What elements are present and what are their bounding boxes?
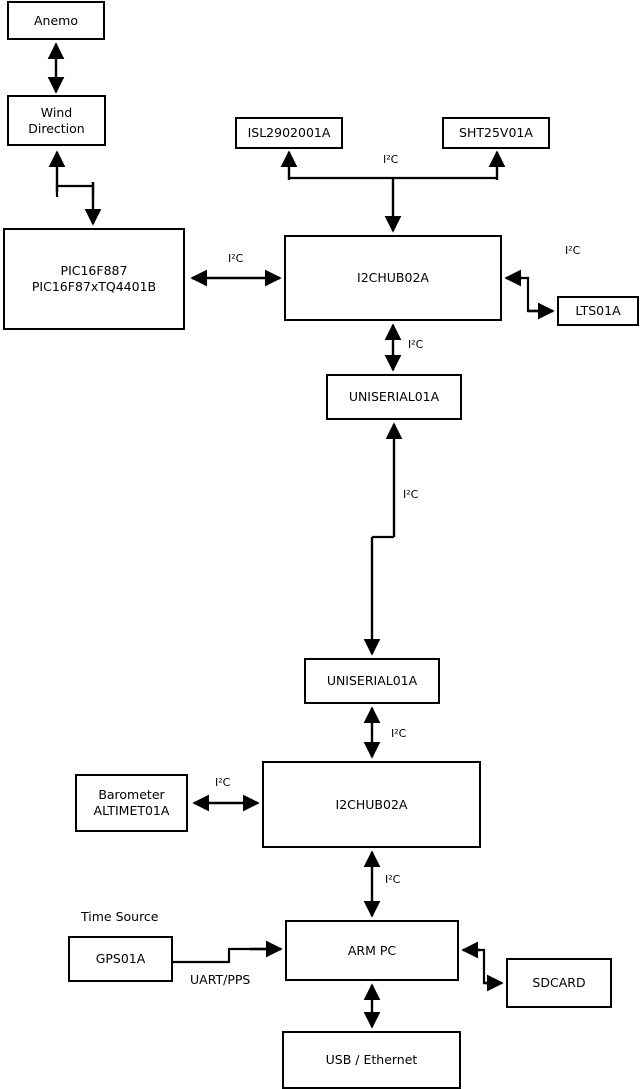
edge-label-i2c-top-bus: I²C bbox=[383, 153, 399, 166]
edge-label-i2c-uniserial-uniserial: I²C bbox=[403, 488, 419, 501]
edge-label-i2c-hub-lts: I²C bbox=[565, 244, 581, 257]
node-usb-ethernet-label: USB / Ethernet bbox=[325, 1052, 418, 1068]
node-lts01a[interactable]: LTS01A bbox=[557, 296, 639, 326]
node-pic-microcontroller-label: PIC16F887 PIC16F87xTQ4401B bbox=[31, 263, 157, 294]
node-isl2902001a-label: ISL2902001A bbox=[247, 125, 331, 141]
connector-armpc-sdcard bbox=[473, 948, 498, 985]
edge-label-i2c-hub-uniserial: I²C bbox=[408, 338, 424, 351]
node-sdcard-label: SDCARD bbox=[532, 975, 586, 991]
edge-label-i2c-barometer-hub: I²C bbox=[215, 776, 231, 789]
node-usb-ethernet[interactable]: USB / Ethernet bbox=[282, 1031, 461, 1089]
node-barometer-altimet01a[interactable]: Barometer ALTIMET01A bbox=[75, 774, 188, 832]
node-pic-microcontroller[interactable]: PIC16F887 PIC16F87xTQ4401B bbox=[3, 228, 185, 330]
edge-label-i2c-hub-armpc: I²C bbox=[385, 873, 401, 886]
node-barometer-altimet01a-label: Barometer ALTIMET01A bbox=[93, 787, 170, 818]
node-anemo[interactable]: Anemo bbox=[7, 1, 105, 40]
node-wind-direction-label: Wind Direction bbox=[28, 104, 85, 136]
node-anemo-label: Anemo bbox=[34, 12, 78, 28]
node-sht25v01a[interactable]: SHT25V01A bbox=[442, 117, 550, 149]
label-time-source: Time Source bbox=[81, 909, 159, 924]
node-i2chub02a-bottom[interactable]: I2CHUB02A bbox=[262, 761, 481, 848]
node-arm-pc[interactable]: ARM PC bbox=[285, 920, 459, 981]
node-uniserial01a-lower-label: UNISERIAL01A bbox=[326, 673, 418, 689]
node-gps01a[interactable]: GPS01A bbox=[68, 936, 173, 982]
connector-hub-lts bbox=[516, 276, 548, 313]
edge-label-i2c-pic-hub: I²C bbox=[228, 252, 244, 265]
node-sdcard[interactable]: SDCARD bbox=[506, 958, 612, 1008]
connector-gps-armpc bbox=[173, 947, 272, 964]
node-i2chub02a-top-label: I2CHUB02A bbox=[357, 270, 429, 286]
node-i2chub02a-top[interactable]: I2CHUB02A bbox=[284, 235, 502, 321]
node-arm-pc-label: ARM PC bbox=[347, 942, 397, 958]
edge-label-i2c-uniserial-hub-bottom: I²C bbox=[391, 727, 407, 740]
node-uniserial01a-upper-label: UNISERIAL01A bbox=[348, 389, 440, 405]
node-isl2902001a[interactable]: ISL2902001A bbox=[235, 117, 343, 149]
node-sht25v01a-label: SHT25V01A bbox=[459, 125, 533, 141]
node-wind-direction[interactable]: Wind Direction bbox=[7, 95, 106, 146]
node-gps01a-label: GPS01A bbox=[95, 951, 146, 967]
connector-wind-pic bbox=[55, 184, 95, 197]
node-lts01a-label: LTS01A bbox=[575, 303, 621, 319]
node-uniserial01a-lower[interactable]: UNISERIAL01A bbox=[304, 658, 440, 704]
node-uniserial01a-upper[interactable]: UNISERIAL01A bbox=[326, 374, 462, 420]
node-i2chub02a-bottom-label: I2CHUB02A bbox=[335, 796, 408, 812]
edge-label-uart-pps: UART/PPS bbox=[190, 972, 251, 987]
